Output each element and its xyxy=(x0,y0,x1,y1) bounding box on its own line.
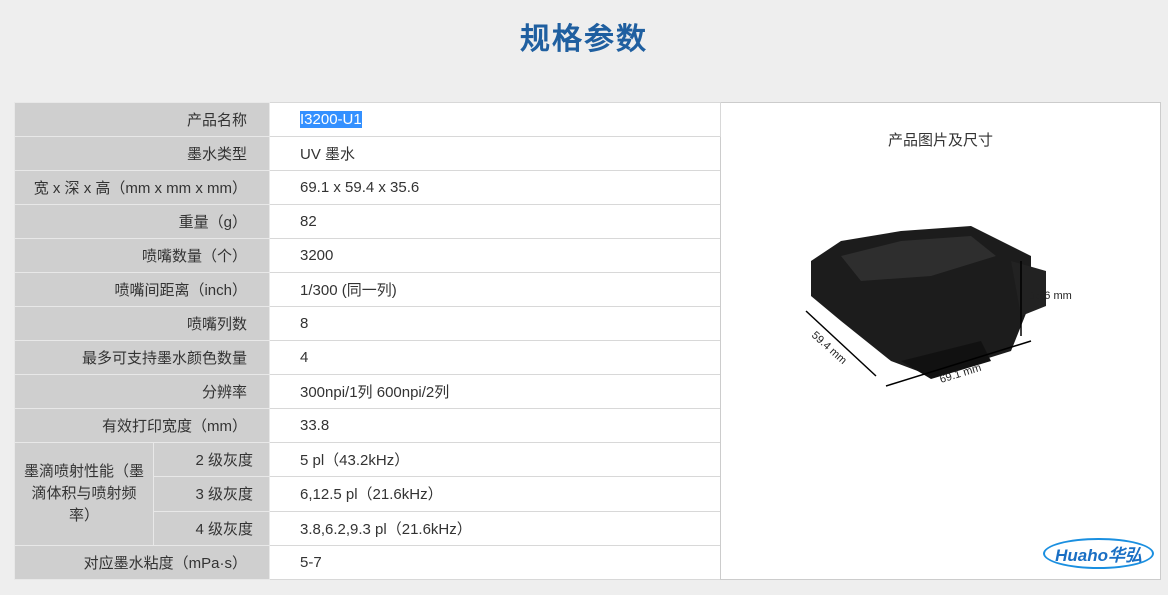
spec-label: 墨水类型 xyxy=(14,136,270,171)
spec-label: 产品名称 xyxy=(14,102,270,137)
spec-value[interactable]: I3200-U1 xyxy=(300,111,362,128)
spec-value: 3.8,6.2,9.3 pl（21.6kHz） xyxy=(300,520,472,538)
spec-value: UV 墨水 xyxy=(269,136,721,171)
image-caption: 产品图片及尺寸 xyxy=(887,132,993,149)
spec-label: 最多可支持墨水颜色数量 xyxy=(14,340,270,375)
spec-value: 300npi/1列 600npi/2列 xyxy=(269,374,721,409)
table-row: 对应墨水粘度（mPa·s）5-7 xyxy=(14,545,1161,580)
spec-label: 宽 x 深 x 高（mm x mm x mm） xyxy=(14,170,270,205)
spec-label: 3 级灰度 xyxy=(153,476,269,512)
spec-label: 分辨率 xyxy=(14,374,270,409)
spec-value: 6,12.5 pl（21.6kHz） xyxy=(270,476,720,512)
product-image-panel: 产品图片及尺寸 35.6 mm 59.4 mm 69.1 mm Huaho华弘 xyxy=(720,102,1161,580)
spec-value: 5 pl（43.2kHz） xyxy=(270,443,720,478)
spec-table: 产品名称 I3200-U1 产品图片及尺寸 35.6 mm 59.4 mm 69.… xyxy=(14,102,1161,580)
height-dimension: 35.6 mm xyxy=(1029,290,1072,302)
spec-label: 4 级灰度 xyxy=(153,511,269,545)
spec-label: 喷嘴间距离（inch） xyxy=(14,272,270,307)
printhead-image: 35.6 mm 59.4 mm 69.1 mm xyxy=(805,226,1072,387)
droplet-group-label: 墨滴喷射性能（墨滴体积与喷射频率） xyxy=(15,443,154,545)
table-row: 宽 x 深 x 高（mm x mm x mm）69.1 x 59.4 x 35.… xyxy=(14,170,1161,205)
spec-value: 4 xyxy=(269,340,721,375)
table-row: 产品名称 I3200-U1 产品图片及尺寸 35.6 mm 59.4 mm 69.… xyxy=(14,102,1161,580)
spec-value: 3200 xyxy=(269,238,721,273)
spec-label: 重量（g） xyxy=(14,204,270,239)
table-row: 重量（g）82 xyxy=(14,204,1161,239)
spec-label: 对应墨水粘度（mPa·s） xyxy=(14,545,270,580)
huaho-logo: Huaho华弘 xyxy=(1043,538,1154,569)
spec-value: 1/300 (同一列) xyxy=(269,272,721,307)
spec-label: 喷嘴列数 xyxy=(14,306,270,341)
table-row: 喷嘴间距离（inch）1/300 (同一列) xyxy=(14,272,1161,307)
spec-label: 2 级灰度 xyxy=(153,443,269,478)
spec-value: 8 xyxy=(269,306,721,341)
spec-value: 82 xyxy=(269,204,721,239)
table-row: 喷嘴数量（个）3200 xyxy=(14,238,1161,273)
depth-dimension: 59.4 mm xyxy=(809,329,849,367)
spec-label: 喷嘴数量（个） xyxy=(14,238,270,273)
page-title: 规格参数 xyxy=(520,23,648,56)
spec-value: 33.8 xyxy=(269,408,721,443)
spec-value: 69.1 x 59.4 x 35.6 xyxy=(269,170,721,205)
spec-label: 有效打印宽度（mm） xyxy=(14,408,270,443)
table-row: 有效打印宽度（mm）33.8 xyxy=(14,408,1161,443)
spec-value: 5-7 xyxy=(269,545,721,580)
